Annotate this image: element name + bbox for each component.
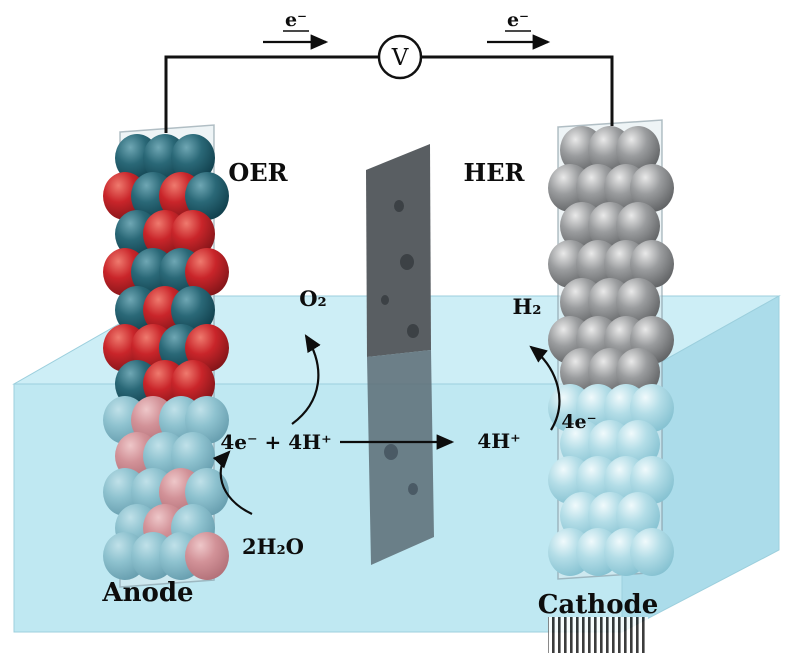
oxygen-evolution-arrow — [291, 334, 321, 425]
electron-label: 4e⁻ — [561, 411, 596, 433]
anode-label: Anode — [101, 578, 193, 608]
voltmeter-label: V — [391, 45, 409, 71]
hydrogen-evolution-arrow — [529, 345, 561, 431]
separator-membrane — [366, 144, 434, 565]
hydrogen-gas-label: H₂ — [512, 294, 541, 319]
electron-flow-left: e⁻ — [263, 9, 329, 50]
glitch-artifact — [548, 617, 648, 653]
proton-label: 4H⁺ — [477, 429, 520, 453]
electron-flow-right-label: e⁻ — [507, 9, 529, 31]
anode-catalyst-spheres — [103, 134, 229, 408]
wire-right — [421, 55, 614, 126]
voltmeter-circle — [377, 34, 423, 80]
water-reactant-label: 2H₂O — [242, 534, 304, 559]
membrane-pores — [381, 200, 419, 495]
membrane-above-water — [366, 144, 431, 357]
external-circuit — [164, 55, 614, 133]
electron-flow-left-label: e⁻ — [285, 9, 307, 31]
reaction-arrows — [212, 334, 561, 515]
anode-half-reaction-label: 4e⁻ + 4H⁺ — [220, 430, 331, 454]
oxygen-gas-label: O₂ — [299, 286, 327, 311]
voltmeter: V — [377, 34, 423, 80]
electron-flow-right: e⁻ — [487, 9, 551, 50]
water-oxidation-arrow — [212, 450, 253, 515]
oer-label: OER — [228, 158, 288, 187]
anode-catalyst-spheres-submerged — [103, 396, 229, 580]
her-label: HER — [464, 158, 526, 187]
cathode-label: Cathode — [538, 590, 659, 620]
cathode-catalyst-spheres — [548, 126, 674, 396]
wire-left — [164, 55, 379, 133]
membrane-submerged — [367, 350, 434, 565]
